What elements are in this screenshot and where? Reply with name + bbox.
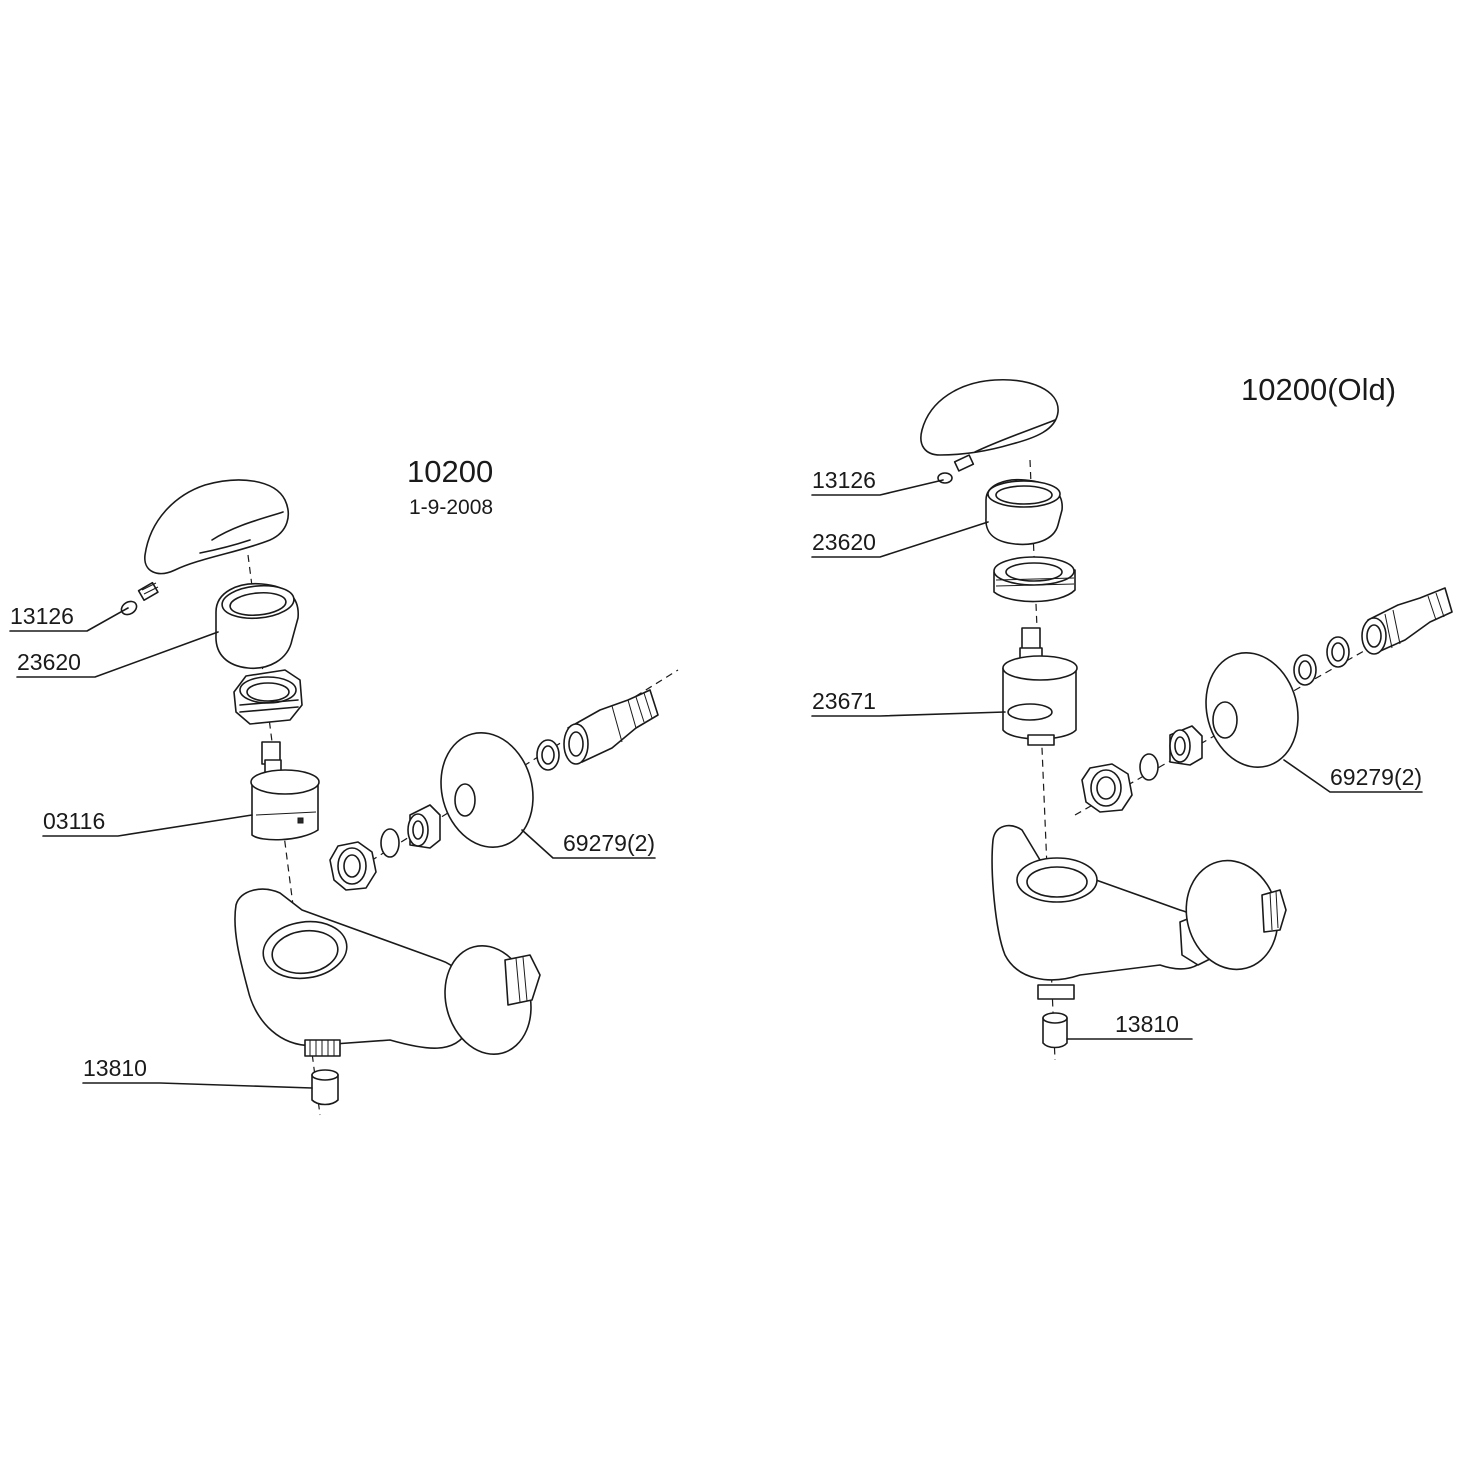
leader-23671-old xyxy=(811,711,1006,717)
leader-69279-new xyxy=(521,829,656,859)
part-label-69279-old: 69279(2) xyxy=(1330,764,1423,790)
part-label-23620-old: 23620 xyxy=(812,529,876,555)
cap-old xyxy=(985,478,1063,546)
washer-old-1 xyxy=(1293,654,1317,686)
washer-old-2 xyxy=(1326,636,1350,668)
hex-nut-new xyxy=(233,669,303,725)
leader-69279-old xyxy=(1283,759,1423,793)
lever-handle-old xyxy=(920,379,1059,456)
aerator-new xyxy=(311,1069,339,1106)
leader-13810-new xyxy=(82,1082,313,1089)
grub-screw-old xyxy=(937,454,975,484)
ring-nut-old xyxy=(993,556,1076,603)
leader-23620-new xyxy=(16,631,219,678)
part-label-69279-new: 69279(2) xyxy=(563,830,656,856)
cartridge-old xyxy=(1002,627,1078,746)
aerator-old xyxy=(1042,1012,1068,1049)
leader-13126-new xyxy=(9,607,129,632)
washer-new xyxy=(536,739,560,771)
o-ring-new xyxy=(380,828,400,858)
diagram-new xyxy=(9,479,679,1116)
lever-handle-new xyxy=(144,479,289,575)
o-ring-old xyxy=(1139,753,1159,781)
wall-flange-old xyxy=(1205,651,1299,769)
part-label-13810-new: 13810 xyxy=(83,1055,147,1081)
leader-03116-new xyxy=(42,814,253,837)
part-label-13126-old: 13126 xyxy=(812,467,876,493)
eccentric-small-old xyxy=(1169,725,1203,766)
cap-new xyxy=(215,582,299,669)
leader-23620-old xyxy=(811,521,989,558)
valve-body-old xyxy=(991,824,1287,1000)
cartridge-new xyxy=(250,741,320,841)
part-label-23671-old: 23671 xyxy=(812,688,876,714)
part-label-23620-new: 23620 xyxy=(17,649,81,675)
part-label-13126-new: 13126 xyxy=(10,603,74,629)
eccentric-small-new xyxy=(407,804,441,849)
connector-nut-old xyxy=(1081,763,1133,813)
valve-body-new xyxy=(234,888,541,1057)
eccentric-pipe-old xyxy=(1361,587,1453,655)
diagram-new-date: 1-9-2008 xyxy=(409,496,494,519)
grub-screw-new xyxy=(120,581,159,616)
part-label-13810-old: 13810 xyxy=(1115,1011,1179,1037)
wall-flange-new xyxy=(440,731,534,849)
connector-nut-new xyxy=(329,841,377,891)
diagram-old xyxy=(811,379,1453,1061)
diagram-new-title: 10200 xyxy=(407,454,494,489)
part-label-03116-new: 03116 xyxy=(43,808,106,834)
eccentric-pipe-new xyxy=(563,689,659,765)
leader-13126-old xyxy=(811,479,944,496)
diagram-old-title: 10200(Old) xyxy=(1241,372,1397,407)
